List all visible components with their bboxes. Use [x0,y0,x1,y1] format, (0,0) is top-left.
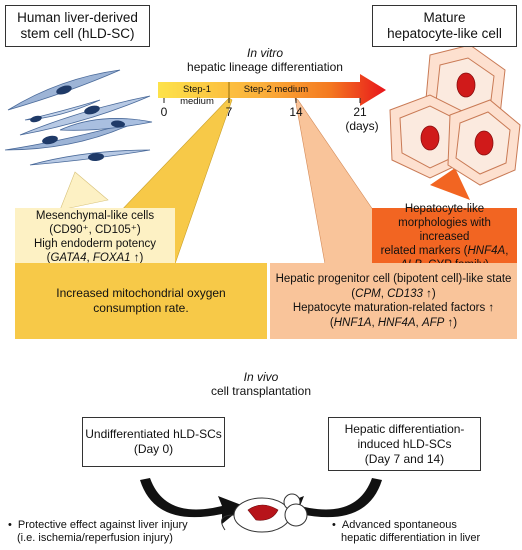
progenitor-line3: Hepatocyte maturation-related factors ↑ [292,302,495,314]
stem-cell-nuclei [30,85,125,162]
right-bullet-line1: Advanced spontaneous [341,519,457,531]
undiff-line1: Undifferentiated hLD-SCs [85,427,222,441]
timeline-ticks [163,98,361,103]
hepatocyte-nuclei [420,72,494,156]
mesenchymal-panel: Mesenchymal-like cells (CD90⁺, CD105⁺) H… [15,208,175,266]
days-unit-label: (days) [345,119,379,133]
progenitor-line4: (HNF1A, HNF4A, AFP ↑) [329,316,458,329]
mature-title-line2: hepatocyte-like cell [387,26,502,41]
callout-wedge-day0 [59,171,109,211]
tick-label-0: 0 [160,105,168,119]
in-vitro-label: In vitro hepatic lineage differentiation [187,46,343,74]
stem-cell-title-line2: stem cell (hLD-SC) [20,26,135,41]
progenitor-panel: Hepatic progenitor cell (bipotent cell)-… [270,263,517,339]
stem-cell-illustration [4,69,153,166]
hepatocyte-line1: Hepatocyte-like [404,203,485,215]
in-vivo-label: In vivo cell transplantation [210,370,312,398]
mito-line2: consumption rate. [93,301,189,315]
hepatocyte-illustration [389,44,521,186]
induced-line2: induced hLD-SCs [357,436,452,451]
mito-line1: Increased mitochondrial oxygen [56,286,226,300]
curved-arrow-left [140,478,244,524]
callout-wedge-mature [430,168,470,200]
stem-cell-title-line1: Human liver-derived [17,10,138,25]
tick-label-14: 14 [289,105,303,119]
tick-label-21: 21 [353,105,367,119]
right-bullet-dot: • [332,519,336,531]
right-bullet-line2: hepatic differentiation in liver [341,532,481,544]
induced-line3: (Day 7 and 14) [364,451,445,466]
undifferentiated-box: Undifferentiated hLD-SCs (Day 0) [82,417,225,467]
undiff-line2: (Day 0) [133,442,174,456]
mesenchymal-line2: (CD90⁺, CD105⁺) [49,224,141,236]
induced-box: Hepatic differentiation- induced hLD-SCs… [328,417,481,471]
tick-label-7: 7 [225,105,233,119]
left-bullet-line2: (i.e. ischemia/reperfusion injury) [17,532,173,544]
right-bullet: • Advanced spontaneous hepatic different… [332,519,520,545]
mesenchymal-line4: (GATA4, FOXA1 ↑) [46,252,144,264]
induced-line1: Hepatic differentiation- [344,421,465,436]
progenitor-line1: Hepatic progenitor cell (bipotent cell)-… [275,273,512,285]
mouse-liver [247,504,279,521]
hepatocyte-panel: Hepatocyte-like morphologies with increa… [372,203,517,271]
mature-title-box: Mature hepatocyte-like cell [372,5,517,47]
hepatocyte-line2: morphologies with increased [398,217,491,243]
stem-cell-title-box: Human liver-derived stem cell (hLD-SC) [5,5,150,47]
mitochondria-panel: Increased mitochondrial oxygen consumpti… [15,263,267,339]
mesenchymal-line3: High endoderm potency [33,238,157,250]
left-bullet-dot: • [8,519,12,531]
mature-title-line1: Mature [423,10,466,25]
step2-label: Step-2 medium [243,84,309,95]
left-bullet-line1: Protective effect against liver injury [17,519,188,531]
hepatocyte-line3: related markers (HNF4A, [380,245,509,257]
progenitor-line2: (CPM, CD133 ↑) [351,287,436,300]
timeline-arrow [158,74,386,106]
step1-label: Step-1 medium [180,84,214,107]
left-bullet: • Protective effect against liver injury… [8,519,218,545]
mesenchymal-line1: Mesenchymal-like cells [35,210,155,222]
